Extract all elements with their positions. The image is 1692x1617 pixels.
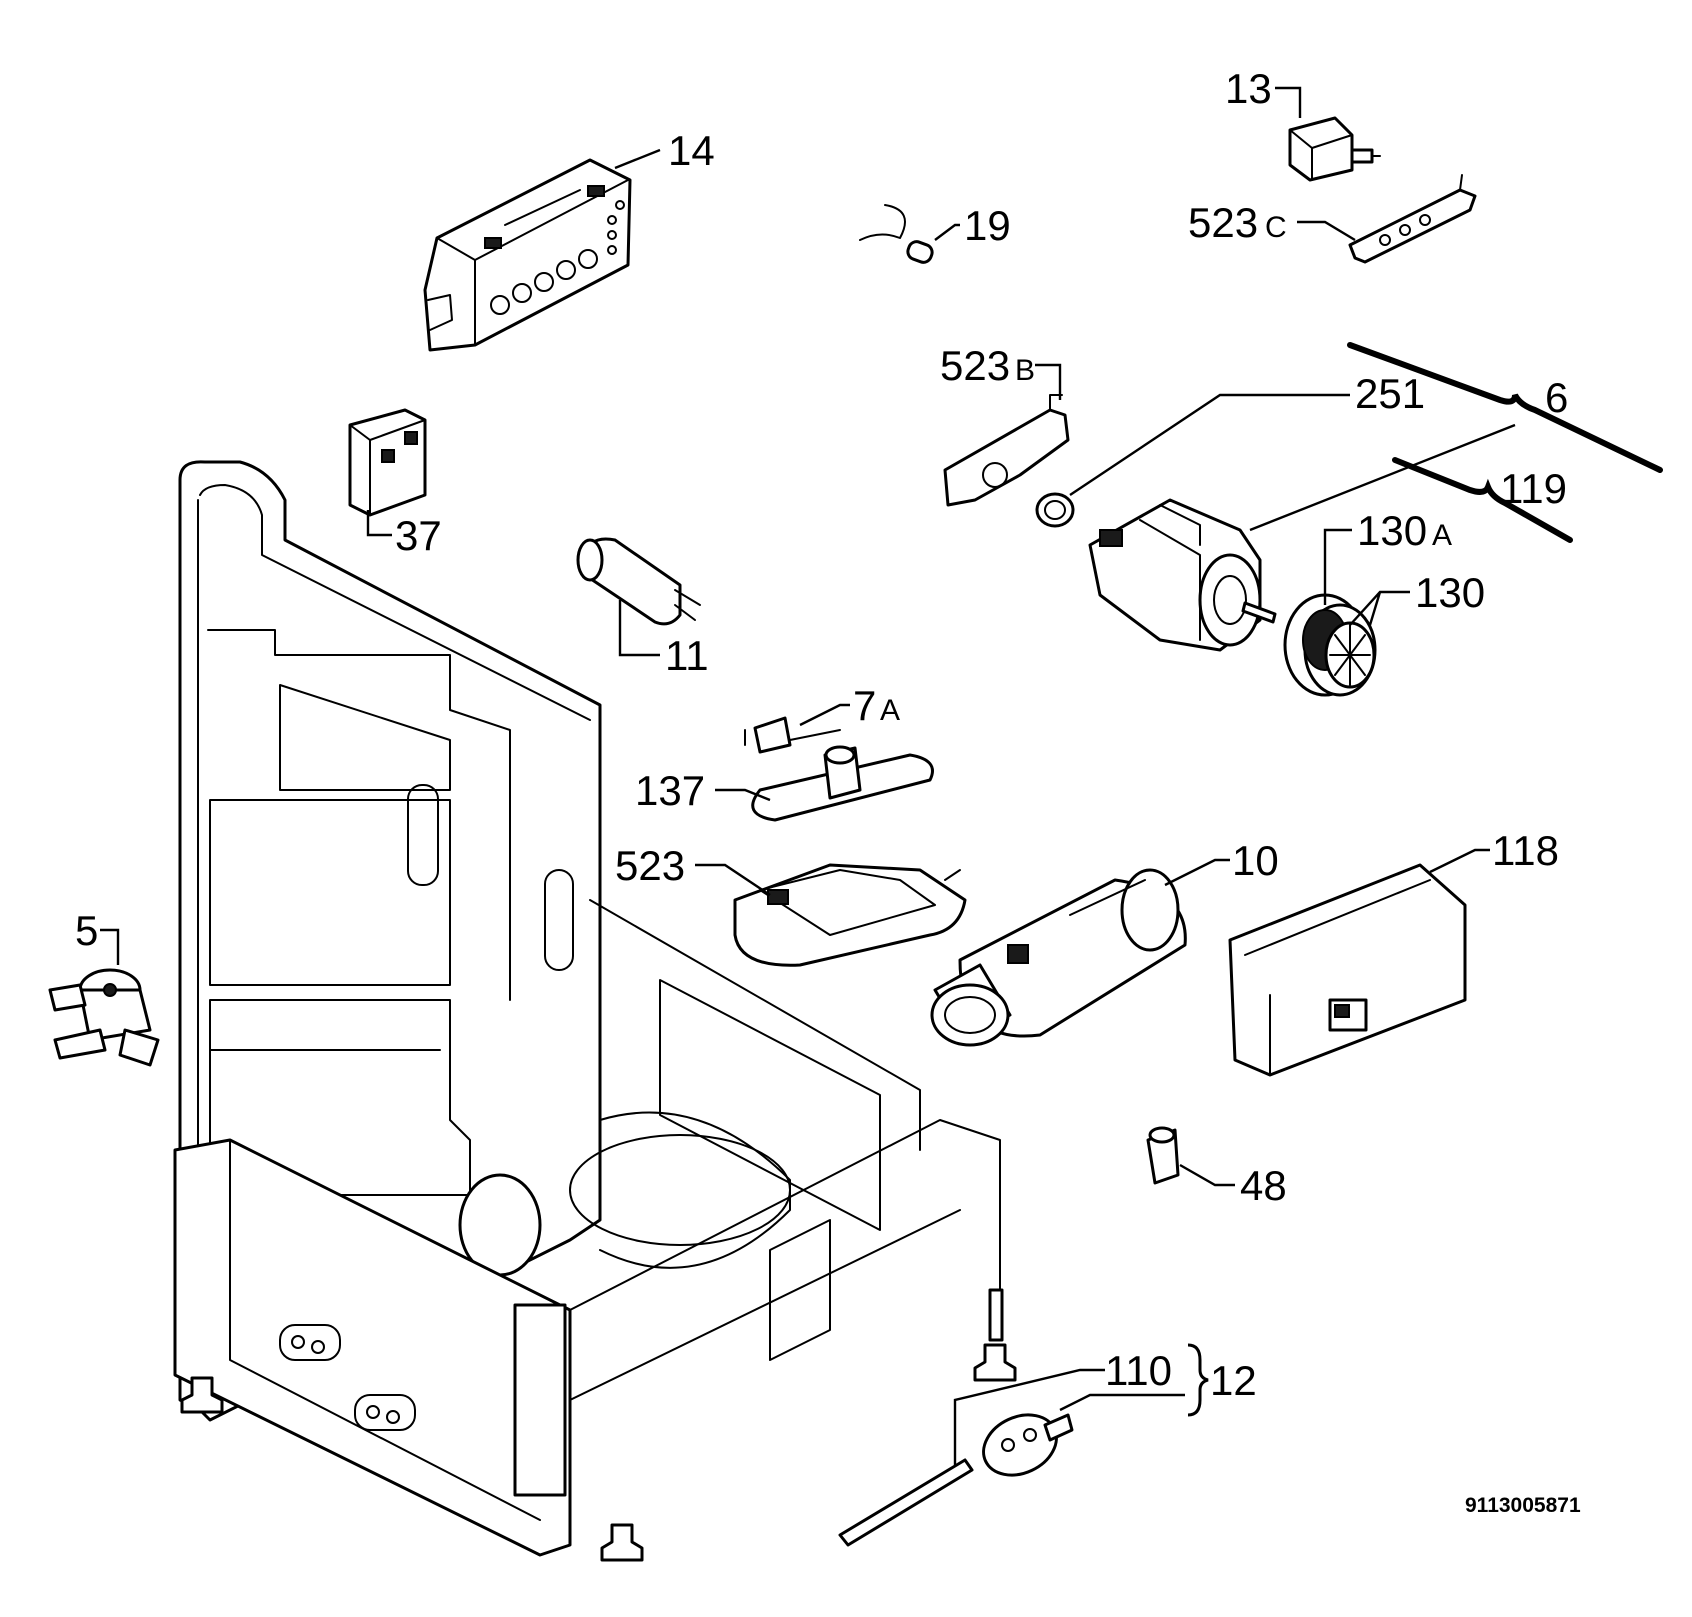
leader-130	[1349, 590, 1410, 626]
label-130: 130	[1415, 569, 1485, 616]
valve-5-part	[48, 968, 160, 1067]
label-13: 13	[1225, 65, 1272, 112]
sensor-110-part	[838, 1413, 1074, 1547]
label-7a-num: 7	[853, 682, 876, 729]
control-module-part	[423, 158, 632, 352]
label-12: 12	[1210, 1357, 1257, 1404]
bracket-523c-part	[1348, 174, 1477, 264]
leader-130a	[1323, 528, 1352, 605]
label-523b-num: 523	[940, 342, 1010, 389]
reservoir-523-part	[733, 863, 967, 967]
label-523c-suffix: C	[1265, 211, 1287, 244]
motor-pump-part	[1088, 498, 1277, 652]
label-14: 14	[668, 127, 715, 174]
label-137: 137	[635, 767, 705, 814]
label-110: 110	[1105, 1347, 1172, 1394]
leader-523	[695, 863, 771, 896]
label-523b-suffix: B	[1015, 354, 1035, 387]
leader-13	[1275, 86, 1302, 118]
label-10: 10	[1232, 837, 1279, 884]
brace-12	[1187, 1343, 1209, 1417]
label-119: 119	[1500, 465, 1567, 512]
label-130a-suffix: A	[1432, 519, 1452, 552]
clip-7a-part	[744, 716, 841, 754]
heater-10-part	[930, 868, 1187, 1047]
label-118: 118	[1492, 827, 1559, 874]
label-19: 19	[964, 202, 1011, 249]
leader-110	[953, 1368, 1105, 1465]
dishwasher-base-frame	[173, 460, 1017, 1562]
label-6: 6	[1545, 374, 1568, 421]
leader-14	[614, 148, 661, 170]
brace-6	[1347, 342, 1663, 473]
label-130a-num: 130	[1357, 507, 1427, 554]
leader-11	[618, 600, 660, 657]
label-11: 11	[665, 632, 709, 679]
label-5: 5	[75, 907, 98, 954]
impeller-130-part	[1283, 593, 1377, 697]
label-48: 48	[1240, 1162, 1287, 1209]
leader-7a	[799, 703, 850, 727]
label-37: 37	[395, 512, 442, 559]
label-523c-num: 523	[1188, 199, 1258, 246]
filter-37-part	[348, 408, 427, 517]
dispenser-118-part	[1228, 863, 1467, 1077]
leader-137	[715, 788, 771, 802]
leader-118	[1429, 848, 1490, 874]
leader-10	[1164, 858, 1230, 887]
bracket-523b-part	[943, 394, 1070, 507]
leader-6	[1249, 423, 1516, 532]
leader-5	[100, 928, 120, 965]
switch-48-part	[1146, 1126, 1180, 1185]
plate-137-part	[751, 745, 934, 822]
seal-251-part	[1035, 492, 1075, 528]
label-7a-suffix: A	[880, 694, 900, 727]
leader-48	[1179, 1163, 1235, 1187]
label-523: 523	[615, 842, 685, 889]
leader-251	[1069, 393, 1350, 496]
label-251: 251	[1355, 370, 1425, 417]
sensor-19-part	[859, 204, 934, 264]
switch-part	[1288, 116, 1381, 182]
brace-119	[1392, 457, 1573, 543]
leader-523b	[1035, 363, 1062, 400]
leader-523c	[1297, 220, 1356, 242]
diagram-reference-number: 9113005871	[1465, 1494, 1581, 1517]
leader-110b	[1059, 1393, 1185, 1412]
leader-37	[366, 510, 392, 537]
leader-19	[934, 223, 960, 241]
capacitor-11-part	[576, 537, 701, 626]
